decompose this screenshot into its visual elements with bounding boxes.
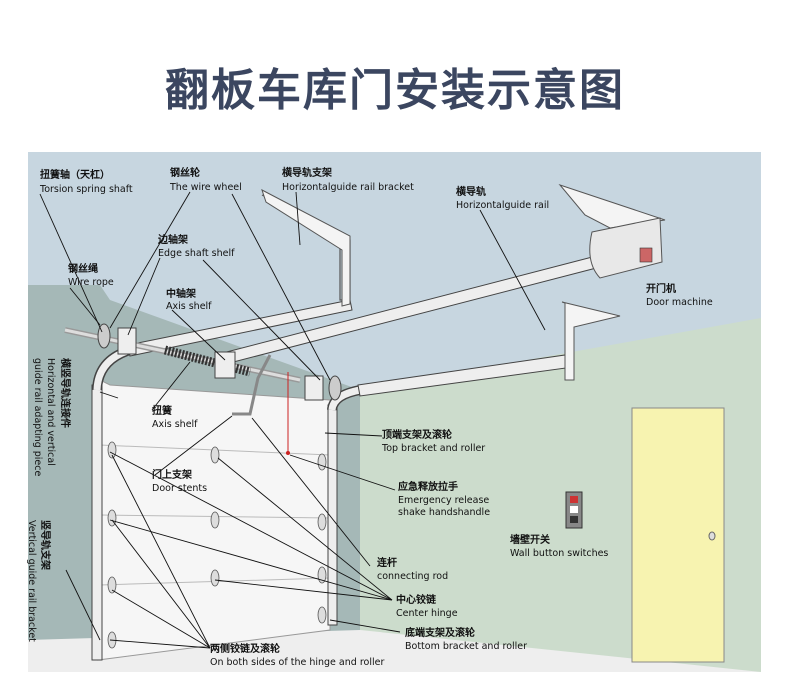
edge-shaft-shelf-left: [117, 327, 137, 355]
door-machine-indicator: [639, 247, 653, 263]
side-door-knob: [708, 531, 716, 541]
label-hv-connector-en1: Horizontal and vertical: [45, 358, 56, 466]
torsion-spring: [163, 345, 252, 377]
label-center-hinge-cn: 中心铰链: [396, 593, 437, 606]
label-rod-cn: 连杆: [377, 556, 397, 569]
door-machine-body: [589, 217, 663, 279]
edge-shaft-shelf-right: [304, 375, 324, 401]
label-hv-connector-en2: guide rail adapting piece: [32, 358, 43, 476]
label-edge-shelf-cn: 边轴架: [157, 233, 188, 246]
label-torsion-shaft-cn: 扭簧轴（天杠）: [40, 168, 110, 181]
label-mid-shelf-cn: 中轴架: [166, 287, 196, 300]
label-door-stents-cn: 门上支架: [152, 468, 192, 481]
label-vrail-bracket: 竖导轨支架 Vertical guide rail bracket: [26, 520, 52, 642]
center-shaft-shelf: [214, 351, 236, 379]
label-hv-connector: 横竖导轨连接件 Horizontal and vertical guide ra…: [32, 358, 72, 476]
label-wall-switch-cn: 墙壁开关: [510, 533, 550, 546]
label-hrail-bracket-en: Horizontalguide rail bracket: [282, 182, 414, 193]
label-wire-rope-en: Wire rope: [68, 277, 114, 288]
label-emergency-cn: 应急释放拉手: [398, 480, 458, 493]
label-door-machine-en: Door machine: [646, 297, 713, 308]
label-vrail-bracket-cn: 竖导轨支架: [39, 520, 52, 570]
label-top-bracket-cn: 顶端支架及滚轮: [382, 428, 452, 441]
curved-rail-right-inner: [328, 386, 361, 411]
label-hrail-bracket-cn: 横导轨支架: [282, 166, 332, 179]
label-hrail-cn: 横导轨: [456, 185, 486, 198]
vertical-rail-left: [91, 384, 103, 661]
label-hrail-en: Horizontalguide rail: [456, 200, 549, 211]
label-torsion-spring-en: Axis shelf: [152, 419, 198, 430]
label-torsion-shaft-en: Torsion spring shaft: [39, 184, 133, 195]
wire-wheel-right: [328, 375, 342, 401]
label-mid-shelf-en: Axis shelf: [166, 301, 212, 312]
label-torsion-spring-cn: 扭簧: [152, 404, 172, 417]
label-door-machine-cn: 开门机: [646, 282, 676, 295]
emergency-handle: [286, 451, 290, 455]
leader-lines: [39, 191, 546, 649]
label-top-bracket-en: Top bracket and roller: [381, 443, 485, 454]
label-bottom-bracket-cn: 底端支架及滚轮: [405, 626, 475, 639]
label-wire-rope-cn: 钢丝绳: [68, 262, 98, 275]
label-door-stents-en: Door stents: [152, 483, 207, 494]
label-hinge-sides-cn: 两侧铰链及滚轮: [210, 642, 280, 655]
label-edge-shelf-en: Edge shaft shelf: [158, 248, 235, 259]
label-emergency-en2: shake handshandle: [398, 507, 490, 518]
connecting-rod: [232, 354, 272, 416]
label-emergency-en1: Emergency release: [398, 495, 489, 506]
label-hinge-sides-en: On both sides of the hinge and roller: [210, 657, 384, 668]
label-hv-connector-cn: 横竖导轨连接件: [59, 358, 72, 428]
label-wire-wheel-cn: 钢丝轮: [170, 166, 200, 179]
label-wire-wheel-en: The wire wheel: [169, 182, 242, 193]
label-rod-en: connecting rod: [377, 571, 448, 582]
label-center-hinge-en: Center hinge: [396, 608, 458, 619]
rail-bracket-right-face: [561, 301, 621, 381]
rail-bracket-left-face: [261, 188, 351, 307]
label-vrail-bracket-en: Vertical guide rail bracket: [26, 520, 37, 642]
label-wall-switch-en: Wall button switches: [510, 548, 608, 559]
page-title: 翻板车库门安装示意图: [165, 65, 625, 116]
label-bottom-bracket-en: Bottom bracket and roller: [405, 641, 527, 652]
